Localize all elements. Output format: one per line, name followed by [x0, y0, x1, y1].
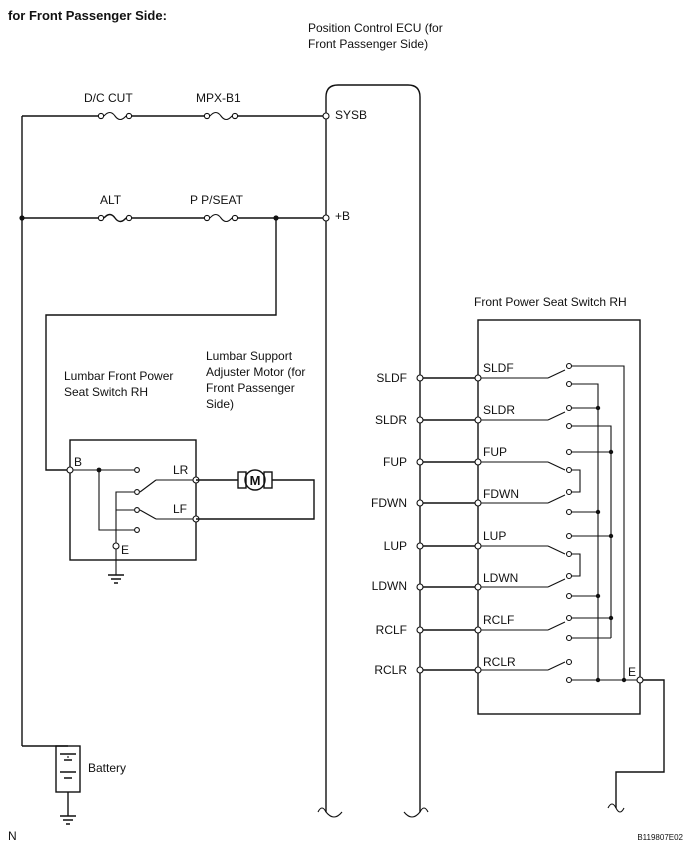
fuse-mpx-b1: MPX-B1 [196, 91, 241, 121]
ecu-title-line2: Front Passenger Side) [308, 37, 428, 51]
switch-terminal-rclf: RCLF [483, 613, 514, 627]
front-power-seat-switch: Front Power Seat Switch RH SLDF SLDR FUP… [420, 295, 665, 813]
junction-dot [273, 215, 279, 221]
switch-terminal-lup: LUP [483, 529, 506, 543]
motor-title-line3: Front Passenger [206, 381, 295, 395]
motor-title-line2: Adjuster Motor (for [206, 365, 305, 379]
lumbar-front-power-seat-switch: Lumbar Front Power Seat Switch RH B LR L… [64, 369, 200, 575]
fuse-dc-cut: D/C CUT [84, 91, 133, 121]
switch-terminal-ldwn: LDWN [483, 571, 518, 585]
fuse-p-pseat-label: P P/SEAT [190, 193, 244, 207]
seat-switch-box [477, 319, 641, 715]
ecu-terminal-sysb: SYSB [335, 108, 367, 122]
corner-mark: N [8, 829, 17, 843]
battery-box [55, 745, 81, 793]
ecu-terminal-plus-b: +B [335, 209, 350, 223]
ecu-body [325, 84, 421, 812]
ground-break-line [607, 803, 625, 813]
ecu-lower-terminal-connectors [416, 374, 482, 674]
switch-terminal-fup: FUP [483, 445, 507, 459]
ecu-terminal-lup: LUP [384, 539, 407, 553]
switch-terminal-e: E [628, 665, 636, 679]
lumbar-switch-title-line1: Lumbar Front Power [64, 369, 173, 383]
ecu-terminal-ldwn: LDWN [372, 579, 407, 593]
ecu-terminal-fup: FUP [383, 455, 407, 469]
ecu-terminal-sldf: SLDF [376, 371, 407, 385]
switch-terminal-fdwn: FDWN [483, 487, 519, 501]
fuse-alt: ALT [97, 193, 133, 223]
ecu-title-line1: Position Control ECU (for [308, 21, 443, 35]
motor-symbol: M [250, 473, 261, 488]
battery-ground-symbol [60, 815, 76, 825]
junction-dot [19, 215, 25, 221]
fuse-dc-cut-label: D/C CUT [84, 91, 133, 105]
lumbar-terminal-b: B [74, 455, 82, 469]
lumbar-support-adjuster-motor: Lumbar Support Adjuster Motor (for Front… [196, 349, 315, 520]
switch-terminal-rclr: RCLR [483, 655, 516, 669]
motor-title-line4: Side) [206, 397, 234, 411]
ecu-terminal-rclr: RCLR [374, 663, 407, 677]
lumbar-switch-box [69, 439, 197, 561]
fuse-p-pseat: P P/SEAT [190, 193, 244, 223]
lumbar-terminal-lr: LR [173, 463, 189, 477]
ecu-break-line [317, 807, 429, 818]
fuse-mpx-b1-label: MPX-B1 [196, 91, 241, 105]
ecu-sysb-connector [322, 112, 330, 120]
battery: Battery [22, 745, 126, 825]
motor-icon [244, 469, 266, 491]
lumbar-switch-title-line2: Seat Switch RH [64, 385, 148, 399]
figure-code: B119807E02 [637, 833, 683, 842]
ecu-terminal-rclf: RCLF [376, 623, 407, 637]
seat-switch-title: Front Power Seat Switch RH [474, 295, 627, 309]
position-control-ecu: Position Control ECU (for Front Passenge… [308, 21, 443, 818]
ecu-terminal-sldr: SLDR [375, 413, 407, 427]
ecu-terminal-fdwn: FDWN [371, 496, 407, 510]
power-feed-wiring [21, 115, 326, 746]
lumbar-terminal-e: E [121, 543, 129, 557]
fuse-alt-label: ALT [100, 193, 122, 207]
lumbar-terminal-lf: LF [173, 502, 187, 516]
motor-title-line1: Lumbar Support [206, 349, 293, 363]
switch-terminal-sldr: SLDR [483, 403, 515, 417]
diagram-heading: for Front Passenger Side: [8, 8, 167, 23]
switch-terminal-sldf: SLDF [483, 361, 514, 375]
lumbar-ground-symbol [108, 574, 124, 584]
ecu-plus-b-connector [322, 214, 330, 222]
battery-label: Battery [88, 761, 126, 775]
